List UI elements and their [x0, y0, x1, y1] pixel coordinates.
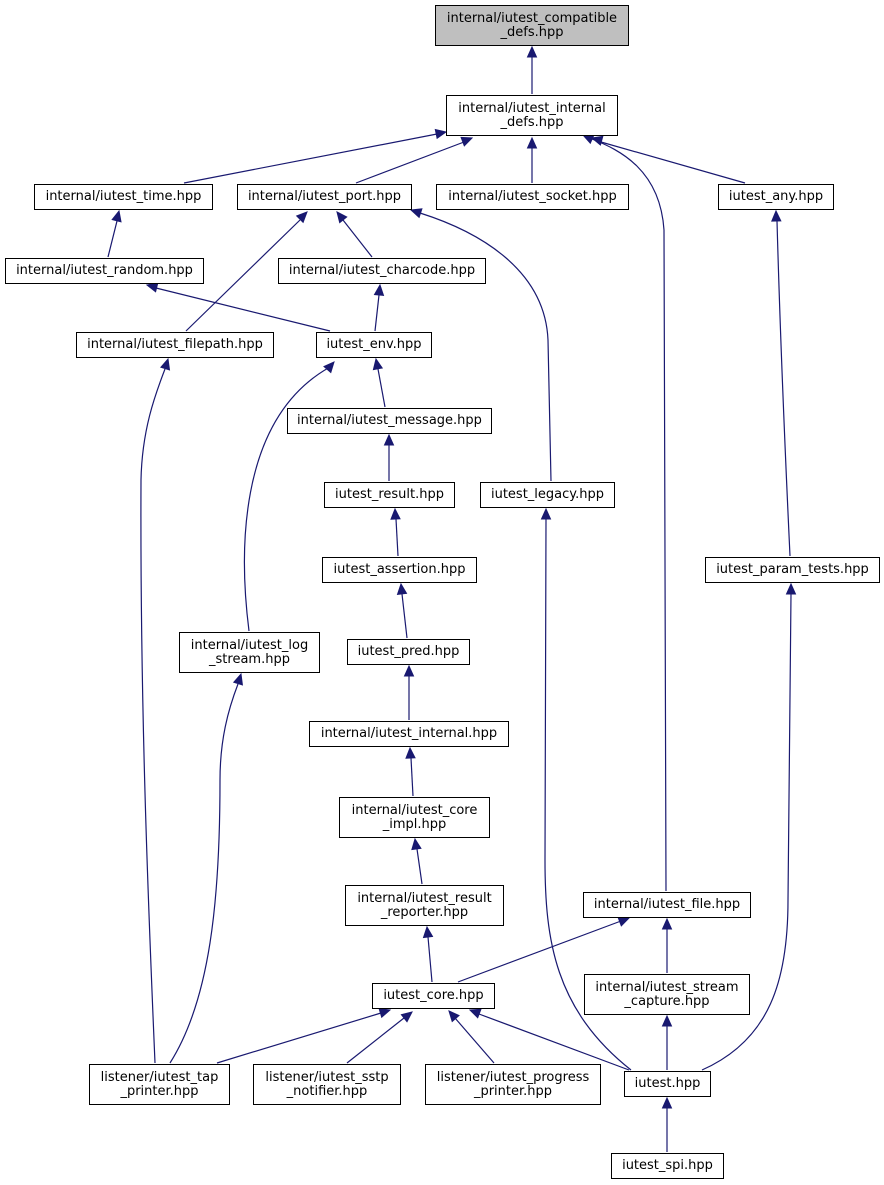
edge-time-to-internal-defs: [183, 128, 448, 184]
edge-pred-to-assertion: [396, 582, 408, 639]
edge-progress-printer-to-core-arrowhead: [448, 1010, 460, 1023]
edge-time-to-internal-defs-arrowhead: [434, 128, 448, 140]
edge-any-to-internal-defs: [590, 135, 746, 184]
node-stream-capture[interactable]: internal/iutest_stream _capture.hpp: [584, 974, 750, 1015]
edge-internal-defs-to-compatible-defs: [526, 45, 538, 94]
edge-result-to-message: [383, 433, 395, 481]
edge-tap-printer-to-filepath-arrowhead: [160, 357, 171, 371]
edge-param-tests-to-any: [771, 209, 791, 557]
edge-charcode-to-port-arrowhead: [336, 211, 348, 224]
edge-assertion-to-result-arrowhead: [390, 507, 401, 520]
node-progress-printer[interactable]: listener/iutest_progress _printer.hpp: [425, 1064, 601, 1105]
node-legacy[interactable]: iutest_legacy.hpp: [480, 482, 615, 508]
edge-filepath-to-port: [185, 211, 308, 332]
node-assertion[interactable]: iutest_assertion.hpp: [322, 557, 477, 583]
edge-core-to-result-reporter-arrowhead: [422, 925, 434, 939]
node-core-impl[interactable]: internal/iutest_core _impl.hpp: [339, 797, 490, 838]
node-core[interactable]: iutest_core.hpp: [372, 983, 495, 1009]
edge-spi-to-iutest: [661, 1096, 673, 1152]
edge-iutest-to-stream-capture-arrowhead: [661, 1014, 673, 1027]
edge-spi-to-iutest-arrowhead: [661, 1096, 673, 1109]
edge-core-to-file-arrowhead: [617, 916, 631, 927]
node-sstp-notifier[interactable]: listener/iutest_sstp _notifier.hpp: [253, 1064, 401, 1105]
node-internal-defs[interactable]: internal/iutest_internal _defs.hpp: [446, 95, 618, 136]
edge-stream-capture-to-file: [661, 917, 673, 973]
node-result-reporter[interactable]: internal/iutest_result _reporter.hpp: [345, 885, 504, 926]
node-filepath[interactable]: internal/iutest_filepath.hpp: [76, 332, 274, 358]
edge-tap-printer-to-log-stream-arrowhead: [232, 672, 243, 686]
edge-env-to-random: [145, 282, 331, 332]
edge-file-to-internal-defs: [581, 134, 667, 892]
edge-result-reporter-to-core-impl: [411, 837, 423, 885]
edge-iutest-to-core-arrowhead: [468, 1008, 482, 1019]
edge-core-impl-to-internal-arrowhead: [405, 746, 416, 759]
node-socket[interactable]: internal/iutest_socket.hpp: [436, 184, 629, 210]
edge-internal-to-pred: [403, 664, 415, 720]
edge-pred-to-assertion-arrowhead: [396, 582, 408, 595]
edge-tap-printer-to-core-arrowhead: [378, 1008, 392, 1019]
edge-iutest-to-stream-capture: [661, 1014, 673, 1070]
edge-iutest-to-param-tests: [701, 582, 797, 1071]
edge-iutest-to-legacy: [540, 507, 632, 1071]
edge-iutest-to-core: [468, 1008, 630, 1071]
edge-legacy-to-port: [409, 208, 552, 482]
edge-internal-defs-to-compatible-defs-arrowhead: [526, 45, 538, 58]
edge-charcode-to-port: [336, 211, 373, 258]
node-result[interactable]: iutest_result.hpp: [324, 482, 455, 508]
edge-file-to-internal-defs-arrowhead: [581, 134, 595, 145]
edge-log-stream-to-env-arrowhead: [323, 361, 335, 374]
edge-tap-printer-to-filepath: [140, 357, 171, 1064]
node-time[interactable]: internal/iutest_time.hpp: [34, 184, 213, 210]
node-spi[interactable]: iutest_spi.hpp: [611, 1153, 724, 1179]
edge-env-to-charcode-arrowhead: [373, 283, 385, 296]
node-port[interactable]: internal/iutest_port.hpp: [237, 184, 412, 210]
node-env[interactable]: iutest_env.hpp: [316, 332, 432, 358]
node-log-stream[interactable]: internal/iutest_log _stream.hpp: [179, 632, 320, 673]
edge-internal-to-pred-arrowhead: [403, 664, 415, 677]
edge-result-reporter-to-core-impl-arrowhead: [411, 837, 422, 851]
edge-sstp-notifier-to-core: [346, 1011, 413, 1064]
node-tap-printer[interactable]: listener/iutest_tap _printer.hpp: [89, 1064, 230, 1105]
edge-filepath-to-port-arrowhead: [295, 211, 308, 224]
edge-env-to-random-arrowhead: [145, 282, 159, 293]
edge-core-to-result-reporter: [422, 925, 434, 983]
edge-port-to-internal-defs: [355, 136, 474, 184]
node-internal[interactable]: internal/iutest_internal.hpp: [309, 721, 509, 747]
edge-env-to-charcode: [373, 283, 385, 332]
edge-tap-printer-to-log-stream: [169, 672, 243, 1064]
node-message[interactable]: internal/iutest_message.hpp: [287, 408, 492, 434]
edge-random-to-time: [107, 209, 122, 258]
node-param-tests[interactable]: iutest_param_tests.hpp: [705, 557, 880, 583]
node-pred[interactable]: iutest_pred.hpp: [347, 639, 470, 665]
edge-progress-printer-to-core: [448, 1010, 495, 1064]
edge-socket-to-internal-defs-arrowhead: [526, 136, 538, 149]
edge-core-impl-to-internal: [405, 746, 416, 797]
edge-result-to-message-arrowhead: [383, 433, 395, 446]
edge-core-to-file: [457, 916, 631, 983]
edge-log-stream-to-env: [243, 361, 335, 632]
edge-tap-printer-to-core: [216, 1008, 392, 1064]
edge-legacy-to-port-arrowhead: [409, 208, 423, 219]
edge-stream-capture-to-file-arrowhead: [661, 917, 673, 930]
node-compatible-defs: internal/iutest_compatible _defs.hpp: [435, 5, 629, 46]
node-random[interactable]: internal/iutest_random.hpp: [5, 258, 204, 284]
node-iutest[interactable]: iutest.hpp: [624, 1071, 711, 1097]
edge-sstp-notifier-to-core-arrowhead: [400, 1011, 413, 1023]
node-file[interactable]: internal/iutest_file.hpp: [583, 892, 751, 918]
node-any[interactable]: iutest_any.hpp: [718, 184, 834, 210]
edge-random-to-time-arrowhead: [111, 209, 122, 223]
edge-message-to-env: [372, 357, 386, 408]
edge-iutest-to-legacy-arrowhead: [540, 507, 552, 520]
edge-port-to-internal-defs-arrowhead: [460, 136, 474, 147]
edge-iutest-to-param-tests-arrowhead: [785, 582, 797, 595]
edge-param-tests-to-any-arrowhead: [771, 209, 782, 222]
node-charcode[interactable]: internal/iutest_charcode.hpp: [278, 258, 486, 284]
edge-socket-to-internal-defs: [526, 136, 538, 183]
edge-assertion-to-result: [390, 507, 401, 557]
edge-message-to-env-arrowhead: [372, 357, 384, 371]
